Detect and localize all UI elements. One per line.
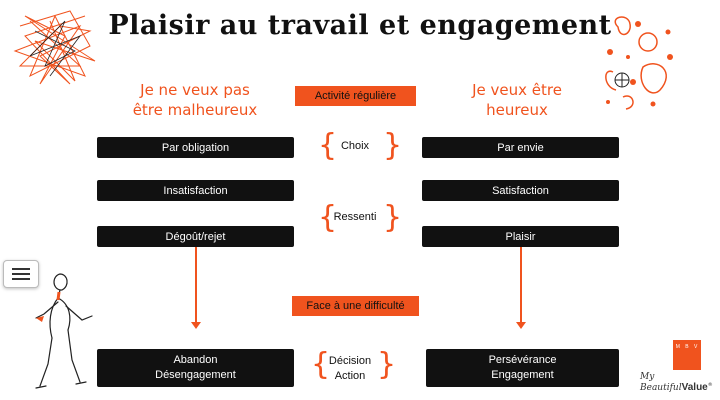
left-connector-line bbox=[195, 247, 197, 322]
label-decision-action: Décision Action bbox=[310, 354, 390, 384]
logo-letters: M B V bbox=[675, 344, 699, 350]
brand-name: My BeautifulValue® bbox=[640, 372, 720, 393]
left-arrow-head bbox=[191, 322, 201, 329]
box-degout-rejet: Dégoût/rejet bbox=[97, 226, 294, 247]
label-action: Action bbox=[334, 370, 366, 382]
right-connector-line bbox=[520, 247, 522, 322]
brand-bold: Value bbox=[681, 382, 708, 393]
box-label: Satisfaction bbox=[492, 184, 549, 197]
box-plaisir: Plaisir bbox=[422, 226, 619, 247]
brand-trademark: ® bbox=[707, 382, 713, 388]
box-insatisfaction: Insatisfaction bbox=[97, 180, 294, 201]
brace-left-ressenti: { bbox=[318, 200, 338, 235]
box-label-engagement: Engagement bbox=[491, 369, 554, 381]
box-label-abandon: Abandon bbox=[173, 354, 218, 366]
brace-left-choix: { bbox=[318, 128, 338, 163]
box-satisfaction: Satisfaction bbox=[422, 180, 619, 201]
box-perseverance: Persévérance Engagement bbox=[426, 349, 619, 387]
box-label-desengagement: Désengagement bbox=[155, 369, 236, 381]
scribble-illustration bbox=[13, 10, 96, 85]
brace-left-decision: { bbox=[311, 347, 331, 382]
box-par-envie: Par envie bbox=[422, 137, 619, 158]
label-decision: Décision bbox=[328, 355, 372, 367]
menu-button[interactable] bbox=[3, 260, 39, 288]
logo-mbv: M B V bbox=[673, 340, 701, 370]
brace-right-decision: } bbox=[377, 347, 397, 382]
box-label: Dégoût/rejet bbox=[165, 230, 226, 243]
menu-icon bbox=[12, 268, 30, 270]
label-choix: Choix bbox=[340, 140, 370, 152]
brace-right-choix: } bbox=[383, 128, 403, 163]
left-heading-line-2: être malheureux bbox=[132, 101, 258, 119]
brace-right-ressenti: } bbox=[383, 200, 403, 235]
left-heading: Je ne veux pas être malheureux bbox=[110, 80, 280, 120]
person-illustration bbox=[35, 273, 93, 389]
floral-illustration bbox=[605, 16, 673, 110]
difficulty-tag: Face à une difficulté bbox=[292, 296, 419, 316]
menu-icon-bar bbox=[12, 278, 30, 280]
box-label: Plaisir bbox=[505, 230, 536, 243]
right-heading-line-2: heureux bbox=[486, 101, 548, 119]
label-ressenti: Ressenti bbox=[333, 211, 377, 223]
menu-icon-bar bbox=[12, 273, 30, 275]
activity-tag: Activité régulière bbox=[295, 86, 416, 106]
box-label-perseverance: Persévérance bbox=[488, 354, 557, 366]
box-label: Par obligation bbox=[161, 141, 230, 154]
box-label: Insatisfaction bbox=[163, 184, 228, 197]
box-label: Par envie bbox=[497, 141, 544, 154]
box-abandon: Abandon Désengagement bbox=[97, 349, 294, 387]
right-heading-line-1: Je veux être bbox=[472, 81, 562, 99]
right-arrow-head bbox=[516, 322, 526, 329]
left-heading-line-1: Je ne veux pas bbox=[140, 81, 250, 99]
page-title: Plaisir au travail et engagement bbox=[108, 10, 612, 41]
brand-script: My Beautiful bbox=[640, 372, 682, 393]
box-par-obligation: Par obligation bbox=[97, 137, 294, 158]
right-heading: Je veux être heureux bbox=[432, 80, 602, 120]
